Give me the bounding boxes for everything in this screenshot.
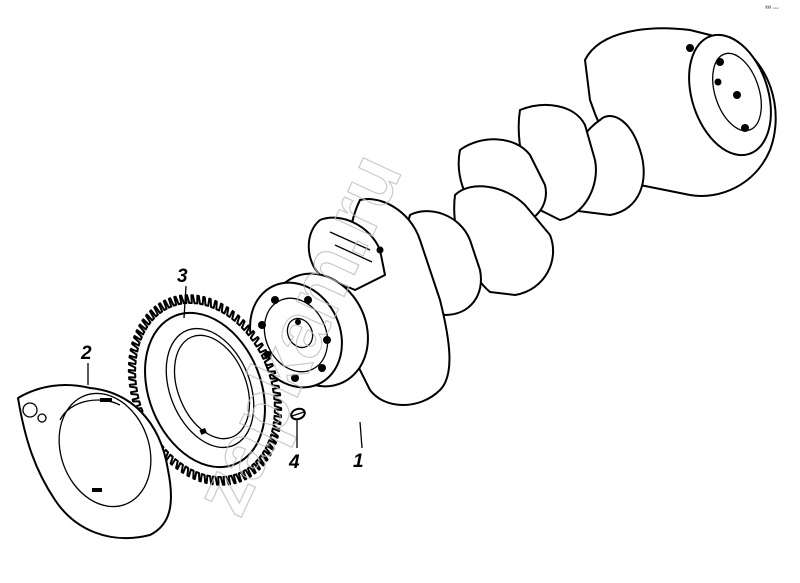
ring-gear bbox=[127, 294, 283, 486]
callout-3: 3 bbox=[177, 266, 188, 319]
corner-code: ³³³ ◦◦◦ bbox=[765, 6, 779, 12]
callout-1: 1 bbox=[353, 421, 364, 472]
counterweight bbox=[17, 384, 172, 540]
callout-4: 4 bbox=[288, 420, 300, 473]
crankshaft bbox=[249, 27, 777, 406]
callout-label-2: 2 bbox=[80, 343, 92, 364]
callout-label-3: 3 bbox=[177, 266, 188, 287]
crankshaft-front-hub bbox=[249, 272, 369, 389]
crankshaft-front-counterweight bbox=[307, 216, 386, 291]
callout-label-1: 1 bbox=[353, 451, 364, 472]
callout-2: 2 bbox=[80, 343, 92, 385]
callout-label-4: 4 bbox=[288, 452, 300, 473]
key bbox=[290, 407, 306, 421]
